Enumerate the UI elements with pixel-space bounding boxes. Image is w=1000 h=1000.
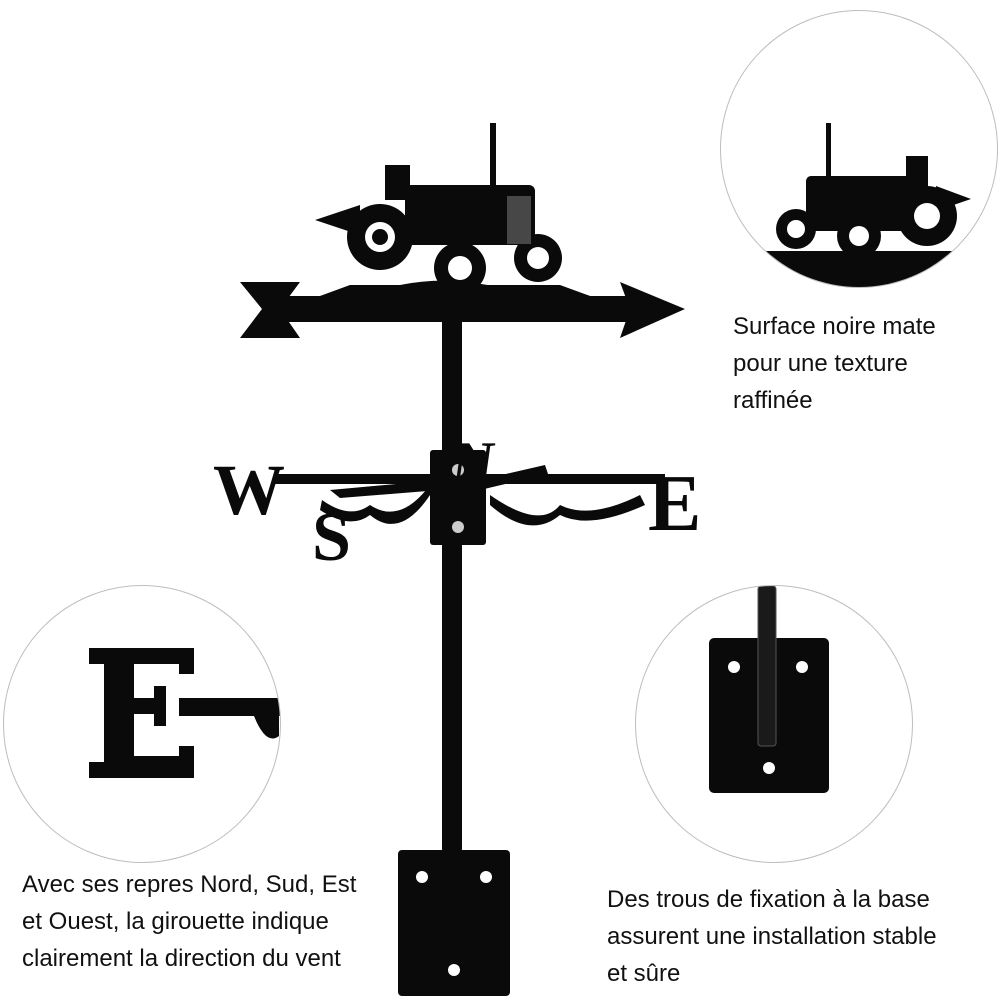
caption-line: raffinée: [733, 387, 813, 414]
caption-finish: Surface noire mate pour une texture raff…: [733, 308, 936, 419]
caption-line: clairement la direction du vent: [22, 945, 341, 972]
compass-letter-e: E: [648, 460, 701, 548]
caption-line: pour une texture: [733, 350, 908, 377]
base-plate: [398, 850, 510, 996]
pole: [442, 318, 462, 853]
detail-circle-finish: [720, 10, 998, 288]
caption-line: Surface noire mate: [733, 313, 936, 340]
caption-line: Avec ses repres Nord, Sud, Est: [22, 871, 357, 898]
base-plate-detail-icon: [709, 586, 829, 793]
caption-line: et sûre: [607, 960, 681, 987]
caption-line: assurent une installation stable: [607, 923, 937, 950]
compass-letter-s: S: [312, 499, 351, 576]
tractor-silhouette: [315, 123, 590, 296]
compass-letter-w: W: [213, 450, 285, 530]
detail-circle-directions: [3, 585, 281, 863]
compass-letter-n: N: [449, 431, 498, 493]
caption-line: et Ouest, la girouette indique: [22, 908, 329, 935]
caption-directions: Avec ses repres Nord, Sud, Est et Ouest,…: [22, 866, 356, 977]
caption-line: Des trous de fixation à la base: [607, 886, 930, 913]
tractor-detail-icon: [761, 123, 997, 287]
caption-mounting: Des trous de fixation à la base assurent…: [607, 881, 937, 992]
letter-e-detail-icon: [89, 648, 280, 778]
center-bracket: [430, 450, 486, 545]
detail-circle-mounting: [635, 585, 913, 863]
